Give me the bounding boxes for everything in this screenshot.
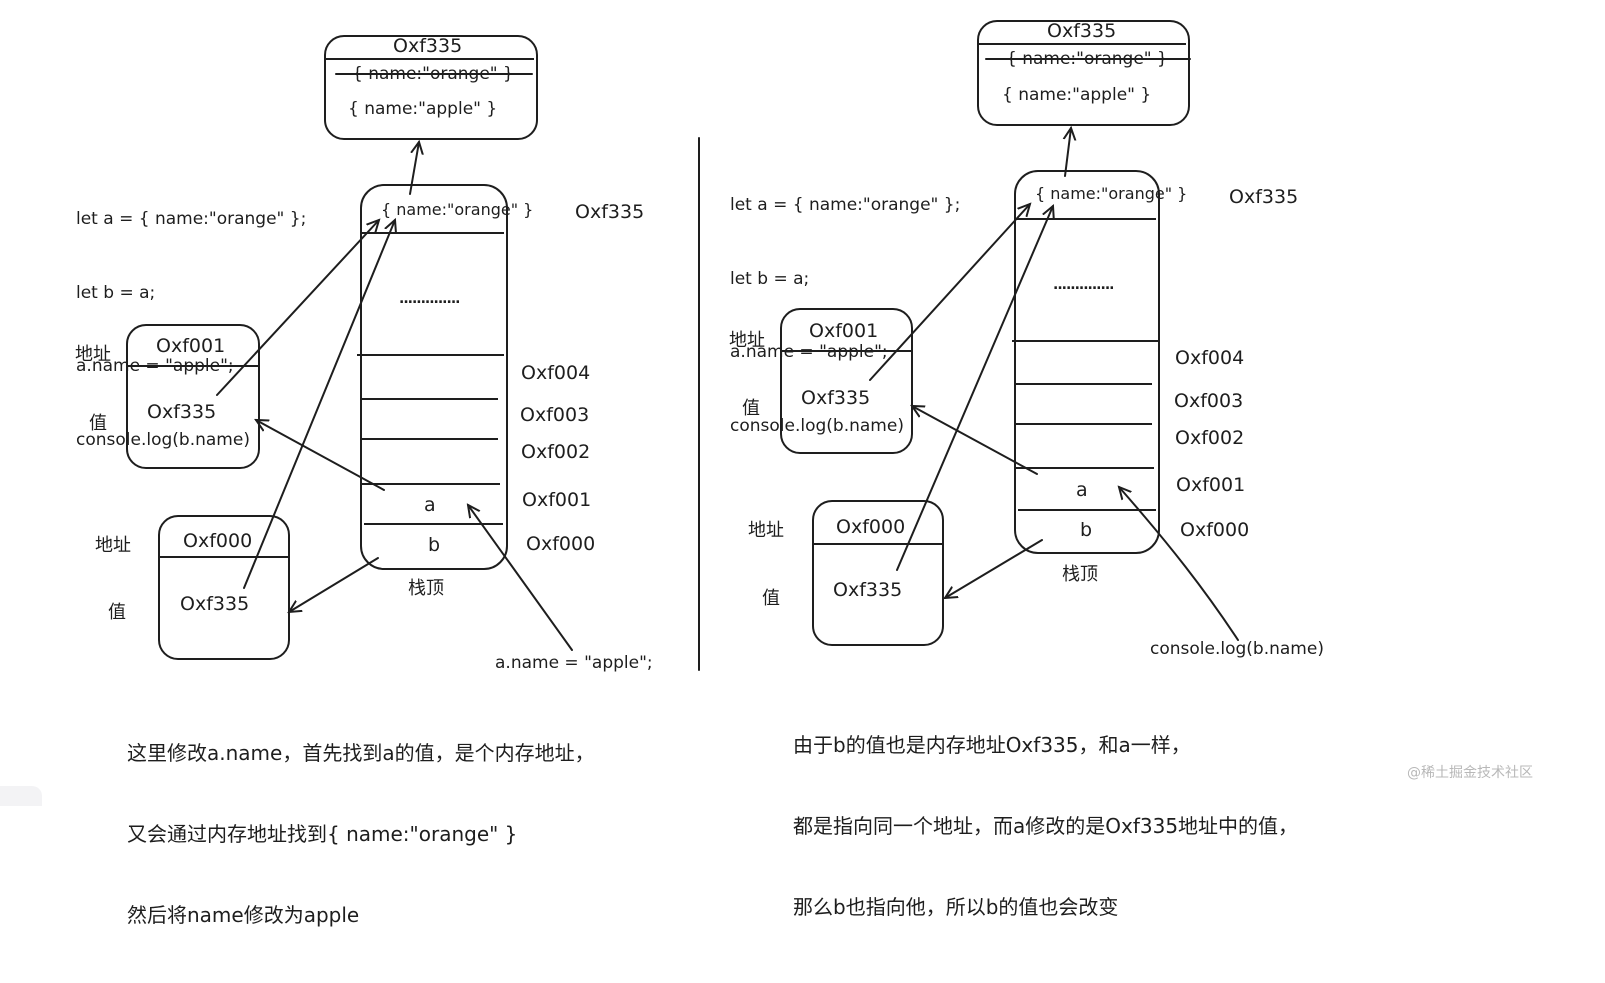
variable-a-divider	[126, 365, 258, 367]
caption: 由于b的值也是内存地址Oxf335，和a一样， 都是指向同一个地址，而a修改的是…	[793, 678, 1298, 975]
stack-slot-line	[1014, 383, 1152, 385]
value-label: 值	[762, 588, 780, 609]
stack-address: Oxf002	[521, 441, 591, 463]
code-line: a.name = "apple";	[730, 342, 888, 362]
code-line: let a = { name:"orange" };	[76, 209, 307, 229]
arrow-stack-b-to-box	[289, 557, 379, 612]
heap-box	[324, 35, 538, 140]
stack-slot-line	[1014, 467, 1154, 469]
code-line: let b = a;	[76, 282, 156, 303]
arrow-stack-to-heap	[1065, 128, 1071, 177]
assign-statement-label: a.name = "apple";	[495, 653, 653, 673]
stack-ellipsis: ..............	[1053, 277, 1114, 293]
variable-a-box	[126, 324, 260, 469]
address-label: 地址	[95, 535, 131, 556]
stack-top-address: Oxf335	[575, 201, 645, 223]
code-line: let a = { name:"orange" };	[730, 195, 961, 215]
corner-tab	[0, 786, 42, 806]
variable-b-divider	[160, 556, 288, 558]
arrow-stack-a-to-box	[912, 406, 1038, 475]
heap-divider	[979, 43, 1186, 45]
arrow-b-to-object	[243, 220, 395, 589]
heap-old-value: { name:"orange" }	[352, 64, 514, 84]
heap-address: Oxf335	[1047, 20, 1117, 42]
stack-slot-line	[1014, 423, 1152, 425]
code-line: let b = a;	[730, 268, 810, 289]
heap-address: Oxf335	[393, 35, 463, 57]
console-log-label: console.log(b.name)	[1150, 639, 1324, 659]
variable-b-value: Oxf335	[833, 579, 903, 601]
variable-a-value: Oxf335	[801, 387, 871, 409]
variable-b-box	[158, 515, 290, 660]
code-block: let a = { name:"orange" }; let b = a; a.…	[730, 144, 960, 487]
caption-line: 然后将name修改为apple	[127, 903, 360, 927]
arrow-assign-to-a	[468, 505, 573, 651]
address-label: 地址	[748, 520, 784, 541]
stack-address: Oxf001	[1176, 474, 1246, 496]
stack-box	[360, 184, 508, 570]
stack-var-b: b	[1080, 519, 1093, 541]
stack-slot-line	[357, 354, 504, 356]
stack-slot-line	[364, 523, 503, 525]
heap-divider	[326, 58, 534, 60]
stack-top-label: 栈顶	[1062, 564, 1098, 585]
code-line: console.log(b.name)	[730, 415, 904, 436]
stack-address: Oxf004	[1175, 347, 1245, 369]
stack-slot-line	[360, 438, 498, 440]
value-label: 值	[89, 413, 107, 434]
heap-box	[977, 20, 1190, 126]
stack-box	[1014, 170, 1160, 554]
heap-new-value: { name:"apple" }	[348, 99, 498, 119]
variable-a-box	[780, 308, 913, 454]
caption-line: 都是指向同一个地址，而a修改的是Oxf335地址中的值，	[793, 814, 1299, 838]
stack-slot-line	[360, 398, 498, 400]
value-label: 值	[742, 398, 760, 419]
address-label: 地址	[729, 330, 765, 351]
stack-slot-line	[1012, 340, 1158, 342]
value-label: 值	[108, 602, 126, 623]
stack-address: Oxf000	[526, 533, 596, 555]
caption-line: 这里修改a.name，首先找到a的值，是个内存地址，	[127, 741, 595, 765]
stack-var-a: a	[1076, 479, 1088, 501]
heap-new-value: { name:"apple" }	[1002, 85, 1152, 105]
caption: 这里修改a.name，首先找到a的值，是个内存地址， 又会通过内存地址找到{ n…	[127, 686, 595, 983]
stack-address: Oxf002	[1175, 427, 1245, 449]
variable-b-value: Oxf335	[180, 593, 250, 615]
stack-address: Oxf003	[520, 404, 590, 426]
stack-top-value: { name:"orange" }	[381, 200, 534, 219]
variable-b-divider	[814, 543, 942, 545]
stack-address: Oxf003	[1174, 390, 1244, 412]
watermark: @稀土掘金技术社区	[1407, 765, 1533, 781]
stack-var-b: b	[428, 534, 441, 556]
arrow-stack-a-to-box	[256, 420, 385, 491]
caption-line: 由于b的值也是内存地址Oxf335，和a一样，	[793, 733, 1191, 757]
variable-b-box	[812, 500, 944, 646]
variable-b-address: Oxf000	[836, 516, 906, 538]
arrow-log-to-a	[1119, 487, 1239, 641]
variable-a-address: Oxf001	[156, 335, 226, 357]
caption-line: 那么b也指向他，所以b的值也会改变	[793, 895, 1119, 919]
variable-a-address: Oxf001	[809, 320, 879, 342]
heap-old-value: { name:"orange" }	[1006, 49, 1168, 69]
stack-address: Oxf001	[522, 489, 592, 511]
caption-line: 又会通过内存地址找到{ name:"orange" }	[127, 822, 518, 846]
stack-ellipsis: ..............	[399, 291, 460, 307]
address-label: 地址	[75, 344, 111, 365]
stack-slot-line	[360, 483, 500, 485]
variable-a-divider	[780, 350, 911, 352]
stack-slot-line	[362, 232, 504, 234]
stack-top-label: 栈顶	[408, 578, 444, 599]
code-line: console.log(b.name)	[76, 429, 250, 450]
variable-a-value: Oxf335	[147, 401, 217, 423]
stack-top-value: { name:"orange" }	[1035, 184, 1188, 203]
stack-top-address: Oxf335	[1229, 186, 1299, 208]
stack-address: Oxf000	[1180, 519, 1250, 541]
stack-slot-line	[1016, 218, 1156, 220]
stack-var-a: a	[424, 494, 436, 516]
variable-b-address: Oxf000	[183, 530, 253, 552]
arrow-b-to-object	[896, 206, 1053, 571]
stack-slot-line	[1018, 509, 1156, 511]
stack-address: Oxf004	[521, 362, 591, 384]
